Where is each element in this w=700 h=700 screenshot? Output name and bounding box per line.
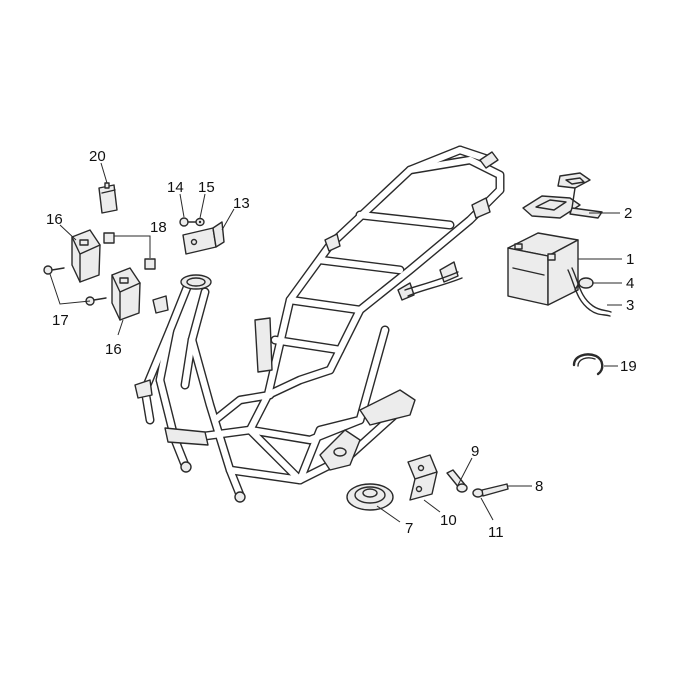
callout-17: 17	[52, 312, 69, 329]
part-2-battery-strap	[522, 172, 603, 219]
part-15-washer	[195, 217, 205, 227]
callout-15: 15	[198, 179, 215, 196]
part-1-battery	[507, 232, 579, 306]
callout-4: 4	[626, 275, 634, 292]
part-14-screw	[179, 217, 197, 227]
part-3-vent-tube	[567, 267, 612, 317]
callout-9: 9	[471, 443, 479, 460]
callout-numbers: 20 14 15 13 16 18 17 16 2 1 4 3 19 9 8 1…	[46, 148, 637, 541]
part-9-bolt	[446, 469, 468, 493]
callout-20: 20	[89, 148, 106, 165]
scooter-frame	[134, 145, 505, 503]
callout-10: 10	[440, 512, 457, 529]
part-13-bracket	[182, 221, 225, 255]
part-16-relay-cover-lower	[111, 267, 141, 321]
callout-2: 2	[624, 205, 632, 222]
callout-3: 3	[626, 297, 634, 314]
part-19-hose-clamp	[572, 353, 604, 376]
callout-19: 19	[620, 358, 637, 375]
part-20-clip	[98, 182, 118, 214]
callout-16-lower: 16	[105, 341, 122, 358]
callout-18: 18	[150, 219, 167, 236]
callout-8: 8	[535, 478, 543, 495]
part-16-relay-cover-upper	[71, 229, 101, 283]
callout-7: 7	[405, 520, 413, 537]
part-10-horn-bracket	[407, 454, 438, 501]
callout-16-upper: 16	[46, 211, 63, 228]
callout-1: 1	[626, 251, 634, 268]
callout-14: 14	[167, 179, 184, 196]
callout-13: 13	[233, 195, 250, 212]
part-8-11-long-bolt	[472, 483, 509, 498]
callout-11: 11	[488, 524, 504, 541]
part-7-horn	[346, 483, 394, 511]
leader-lines	[49, 162, 622, 523]
part-18-relays	[103, 232, 156, 270]
